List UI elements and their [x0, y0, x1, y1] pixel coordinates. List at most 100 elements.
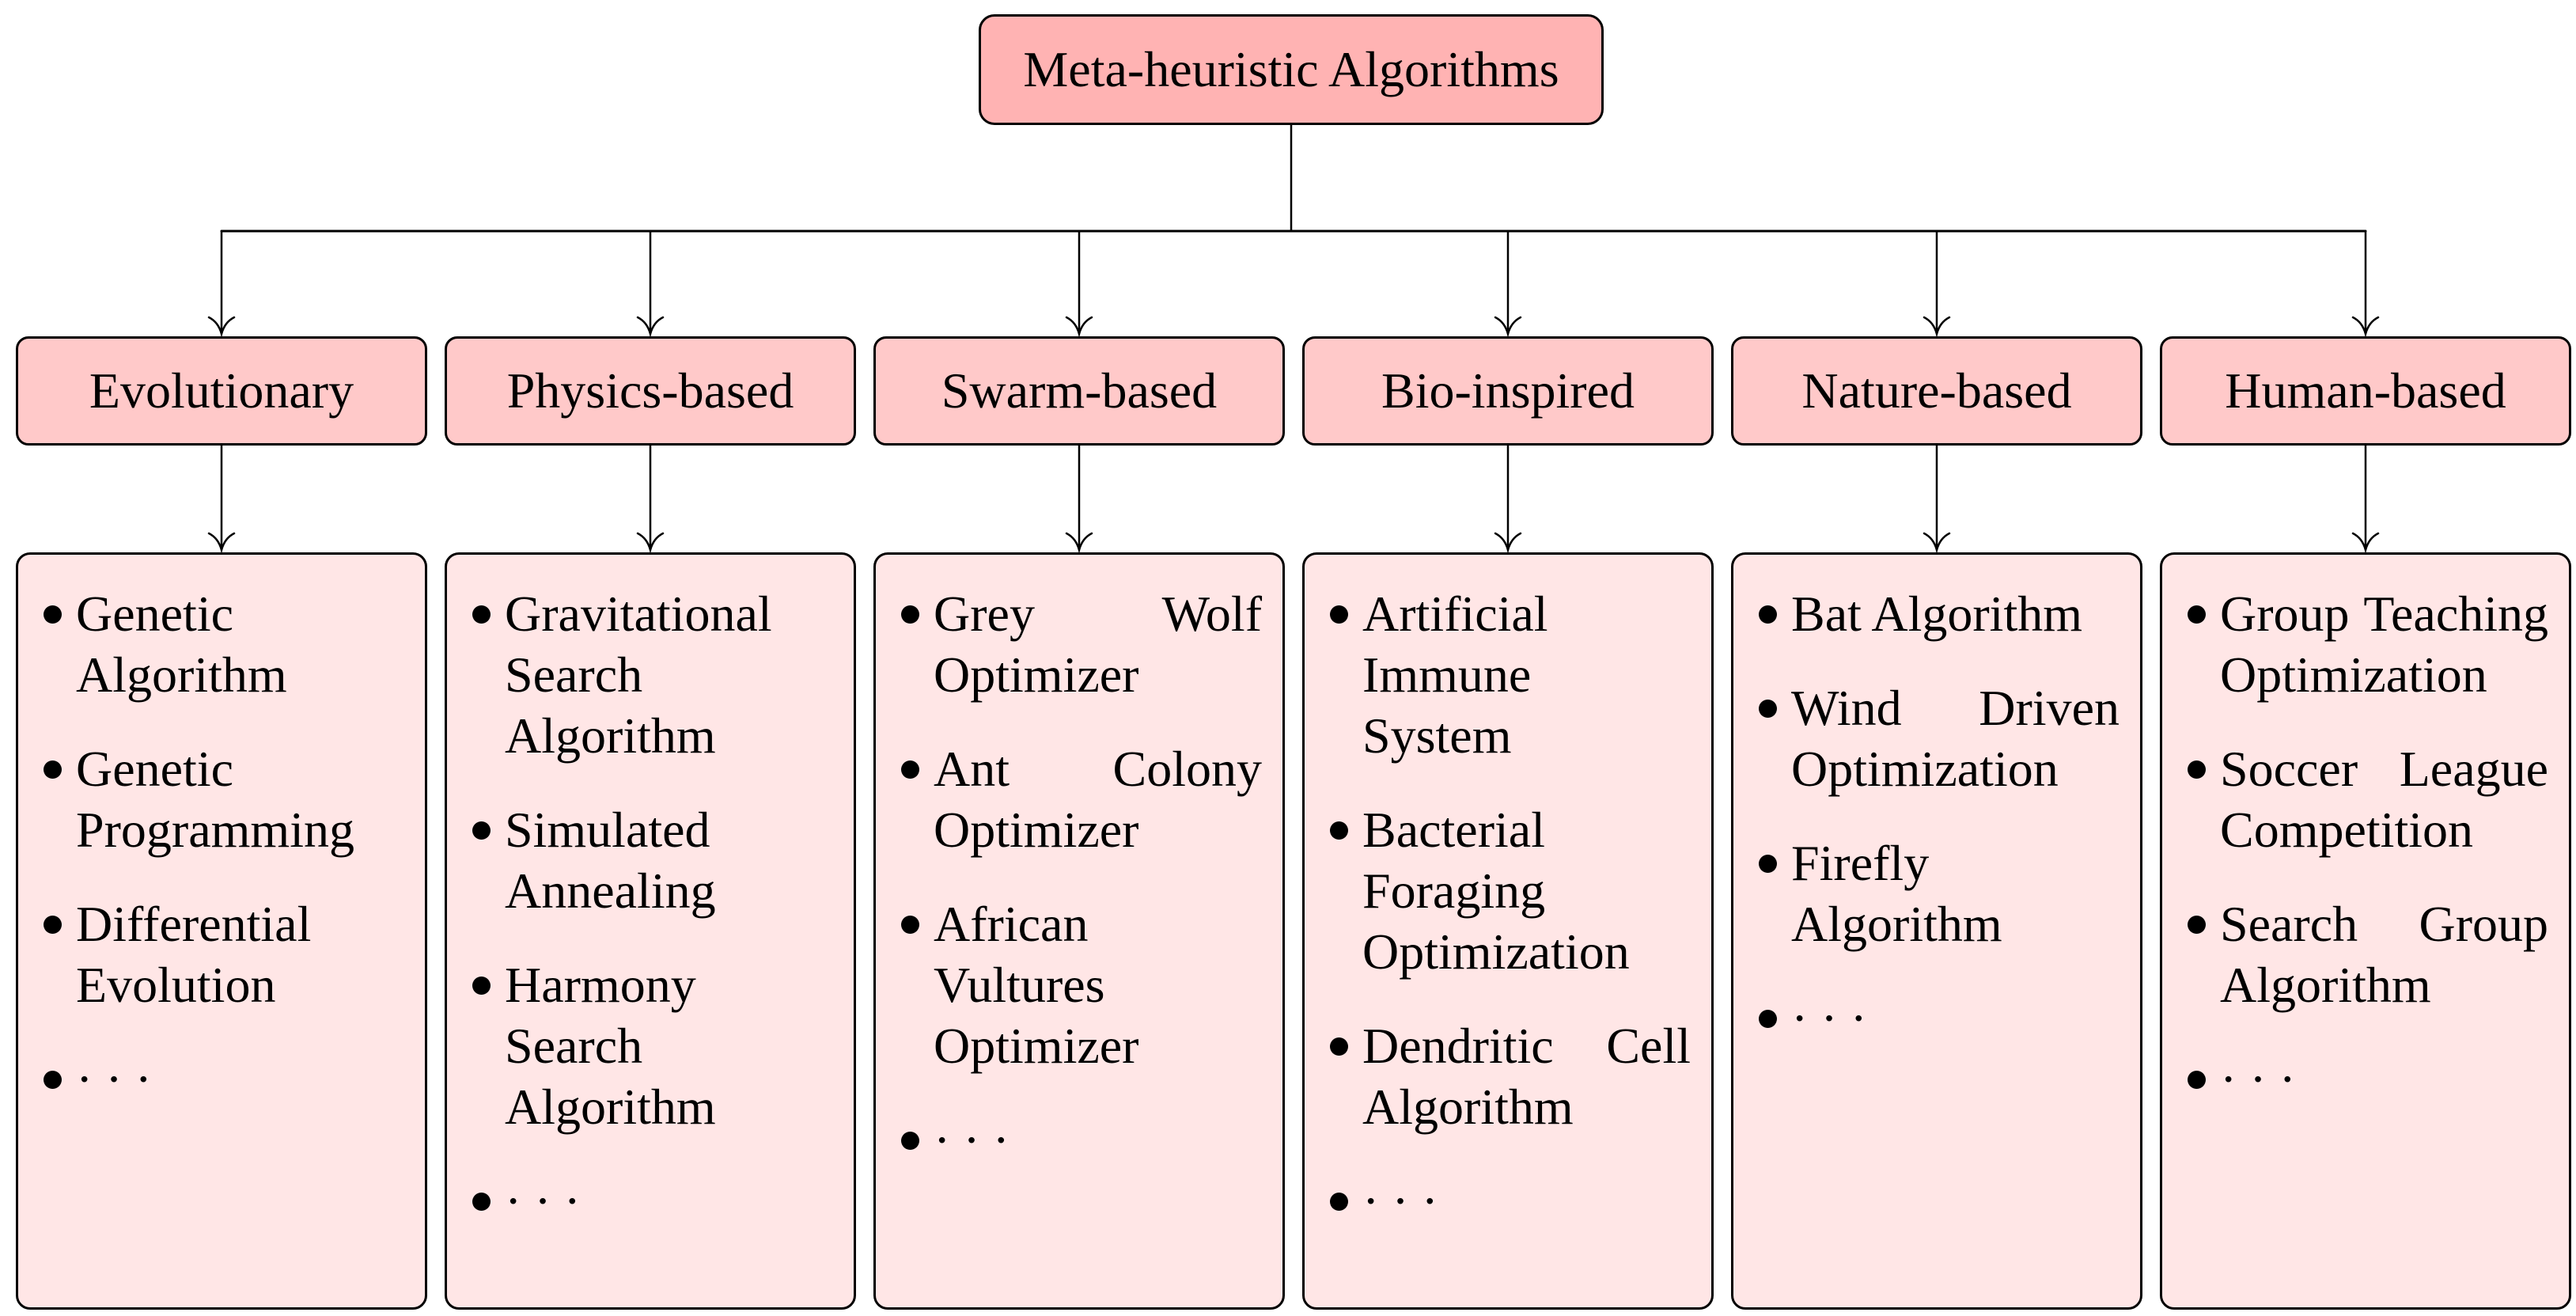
- bullet-icon: [901, 916, 919, 934]
- category-label: Bio-inspired: [1381, 362, 1635, 419]
- list-item-text: Ant Colony Optimizer: [934, 741, 1262, 858]
- list-item-text: Genetic Algorithm: [76, 586, 287, 703]
- column-physics-based: Physics-based Gravitational Search Algor…: [445, 336, 856, 1310]
- list-item: Artificial Immune System: [1330, 583, 1691, 766]
- list-item: Firefly Algorithm: [1759, 832, 2120, 954]
- list-item-text: Genetic Programming: [76, 741, 354, 858]
- column-nature-based: Nature-based Bat Algorithm Wind Driven O…: [1731, 336, 2142, 1310]
- bullet-icon: [901, 1132, 919, 1150]
- category-columns: Evolutionary Genetic Algorithm Genetic P…: [16, 336, 2571, 1310]
- list-item-text: · · ·: [934, 1112, 1010, 1168]
- bullet-icon: [472, 605, 491, 624]
- root-node-label: Meta-heuristic Algorithms: [1023, 41, 1559, 97]
- list-item-text: Firefly Algorithm: [1791, 835, 2002, 952]
- column-human-based: Human-based Group Teaching Optimization …: [2160, 336, 2571, 1310]
- list-item: Search Group Algorithm: [2188, 893, 2548, 1015]
- algorithm-list-human-based: Group Teaching Optimization Soccer Leagu…: [2160, 552, 2571, 1310]
- category-node-human-based: Human-based: [2160, 336, 2571, 446]
- category-node-evolutionary: Evolutionary: [16, 336, 427, 446]
- list-item-text: Harmony Search Algorithm: [505, 957, 716, 1135]
- list-item: Ant Colony Optimizer: [901, 738, 1262, 860]
- column-swarm-based: Swarm-based Grey Wolf Optimizer Ant Colo…: [873, 336, 1285, 1310]
- bullet-icon: [1759, 855, 1777, 873]
- bullet-icon: [1330, 821, 1348, 840]
- list-item-text: Grey Wolf Optimizer: [934, 586, 1262, 703]
- bullet-icon: [1759, 700, 1777, 718]
- list-item-text: Artificial Immune System: [1362, 586, 1548, 764]
- bullet-icon: [472, 821, 491, 840]
- list-item-text: Wind Driven Optimization: [1791, 680, 2120, 797]
- bullet-icon: [1759, 1010, 1777, 1028]
- list-item-text: Group Teaching Optimization: [2220, 586, 2548, 703]
- algorithm-list-physics-based: Gravitational Search Algorithm Simulated…: [445, 552, 856, 1310]
- connector-arrows-top: [207, 229, 2380, 338]
- category-label: Nature-based: [1801, 362, 2072, 419]
- algorithm-list-swarm-based: Grey Wolf Optimizer Ant Colony Optimizer…: [873, 552, 1285, 1310]
- list-item-text: Differential Evolution: [76, 896, 312, 1013]
- list-item: Bat Algorithm: [1759, 583, 2120, 644]
- list-item: Genetic Programming: [44, 738, 404, 860]
- category-label: Evolutionary: [89, 362, 354, 419]
- bullet-icon: [2188, 916, 2206, 934]
- bullet-icon: [2188, 605, 2206, 624]
- bullet-icon: [44, 916, 62, 934]
- list-item: · · ·: [1759, 988, 2120, 1049]
- list-item-text: Bacterial Foraging Optimization: [1362, 802, 1630, 980]
- bullet-icon: [1759, 605, 1777, 624]
- list-item: Differential Evolution: [44, 893, 404, 1015]
- list-item: · · ·: [2188, 1049, 2548, 1109]
- list-item: Dendritic Cell Algorithm: [1330, 1015, 1691, 1137]
- list-item-text: African Vultures Optimizer: [934, 896, 1139, 1074]
- list-item-text: Bat Algorithm: [1791, 586, 2082, 642]
- bullet-icon: [44, 760, 62, 779]
- column-bio-inspired: Bio-inspired Artificial Immune System Ba…: [1302, 336, 1714, 1310]
- algorithm-list-evolutionary: Genetic Algorithm Genetic Programming Di…: [16, 552, 427, 1310]
- bullet-icon: [44, 1071, 62, 1089]
- category-label: Human-based: [2225, 362, 2506, 419]
- list-item-text: Simulated Annealing: [505, 802, 716, 919]
- list-item: Wind Driven Optimization: [1759, 677, 2120, 799]
- bullet-icon: [44, 605, 62, 624]
- connector-arrows-bottom: [207, 444, 2380, 554]
- bullet-icon: [2188, 1071, 2206, 1089]
- list-item-text: · · ·: [1362, 1173, 1438, 1229]
- list-item: Bacterial Foraging Optimization: [1330, 799, 1691, 982]
- category-node-nature-based: Nature-based: [1731, 336, 2142, 446]
- list-item-text: · · ·: [1791, 990, 1867, 1046]
- list-item-text: · · ·: [2220, 1051, 2296, 1107]
- list-item: · · ·: [44, 1049, 404, 1109]
- bullet-icon: [1330, 1193, 1348, 1211]
- category-label: Physics-based: [506, 362, 794, 419]
- list-item: · · ·: [472, 1170, 833, 1231]
- list-item: · · ·: [1330, 1170, 1691, 1231]
- bullet-icon: [1330, 1037, 1348, 1056]
- bullet-icon: [901, 605, 919, 624]
- list-item-text: · · ·: [76, 1051, 152, 1107]
- list-item: Harmony Search Algorithm: [472, 954, 833, 1137]
- list-item: · · ·: [901, 1109, 1262, 1170]
- list-item-text: Search Group Algorithm: [2220, 896, 2548, 1013]
- list-item-text: Soccer League Competition: [2220, 741, 2548, 858]
- list-item: Gravitational Search Algorithm: [472, 583, 833, 766]
- algorithm-list-nature-based: Bat Algorithm Wind Driven Optimization F…: [1731, 552, 2142, 1310]
- category-node-swarm-based: Swarm-based: [873, 336, 1285, 446]
- list-item-text: · · ·: [505, 1173, 581, 1229]
- bullet-icon: [472, 1193, 491, 1211]
- bullet-icon: [2188, 760, 2206, 779]
- category-label: Swarm-based: [941, 362, 1218, 419]
- category-node-physics-based: Physics-based: [445, 336, 856, 446]
- list-item-text: Gravitational Search Algorithm: [505, 586, 772, 764]
- bullet-icon: [472, 977, 491, 995]
- list-item: Grey Wolf Optimizer: [901, 583, 1262, 705]
- category-node-bio-inspired: Bio-inspired: [1302, 336, 1714, 446]
- list-item-text: Dendritic Cell Algorithm: [1362, 1018, 1691, 1135]
- bullet-icon: [1330, 605, 1348, 624]
- list-item: Simulated Annealing: [472, 799, 833, 921]
- list-item: African Vultures Optimizer: [901, 893, 1262, 1076]
- list-item: Soccer League Competition: [2188, 738, 2548, 860]
- algorithm-list-bio-inspired: Artificial Immune System Bacterial Forag…: [1302, 552, 1714, 1310]
- column-evolutionary: Evolutionary Genetic Algorithm Genetic P…: [16, 336, 427, 1310]
- list-item: Genetic Algorithm: [44, 583, 404, 705]
